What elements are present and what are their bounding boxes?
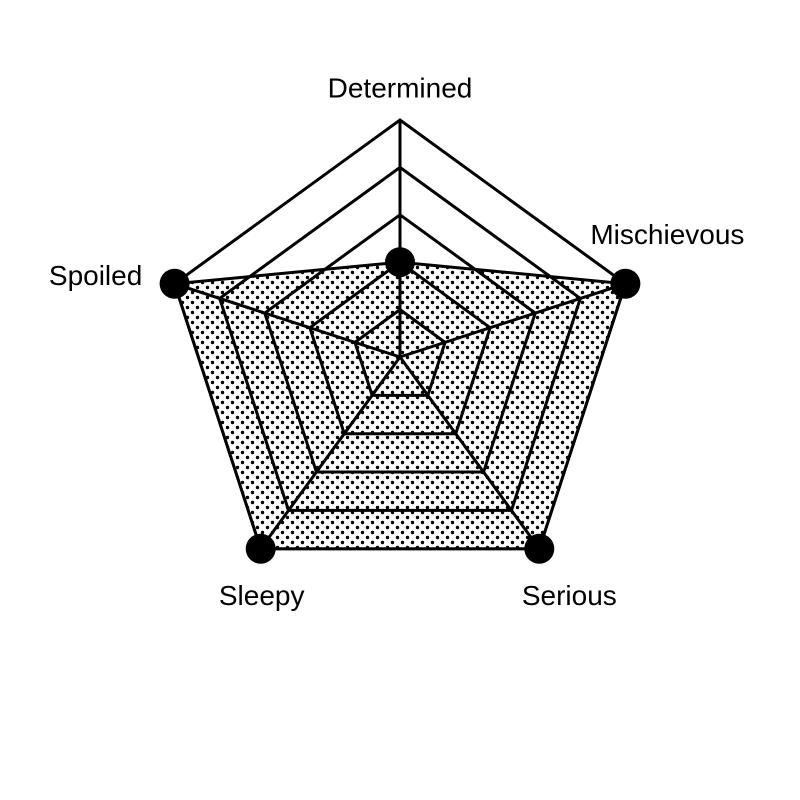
grid-ring-4 (217, 165, 583, 512)
spoke-spoiled (174, 282, 401, 359)
data-point-determined (385, 247, 415, 278)
marker-layer (159, 247, 641, 564)
grid-ring-2 (308, 260, 492, 436)
grid-ring-1 (353, 307, 447, 397)
spoke-sleepy (259, 356, 402, 550)
data-point-serious (524, 533, 555, 564)
spoke-serious (398, 356, 541, 550)
axis-label-sleepy: Sleepy (219, 580, 305, 611)
grid-ring-3 (262, 212, 538, 474)
data-point-mischievous (610, 268, 641, 299)
axis-label-spoiled: Spoiled (49, 260, 142, 291)
series-area-0 (172, 260, 628, 551)
data-layer (172, 260, 628, 551)
axis-label-mischievous: Mischievous (590, 219, 744, 250)
axis-label-determined: Determined (328, 72, 473, 103)
spoke-mischievous (399, 282, 626, 359)
data-point-spoiled (159, 268, 190, 299)
spoke-layer (174, 120, 626, 550)
axis-label-serious: Serious (522, 580, 617, 611)
data-point-sleepy (245, 533, 276, 564)
